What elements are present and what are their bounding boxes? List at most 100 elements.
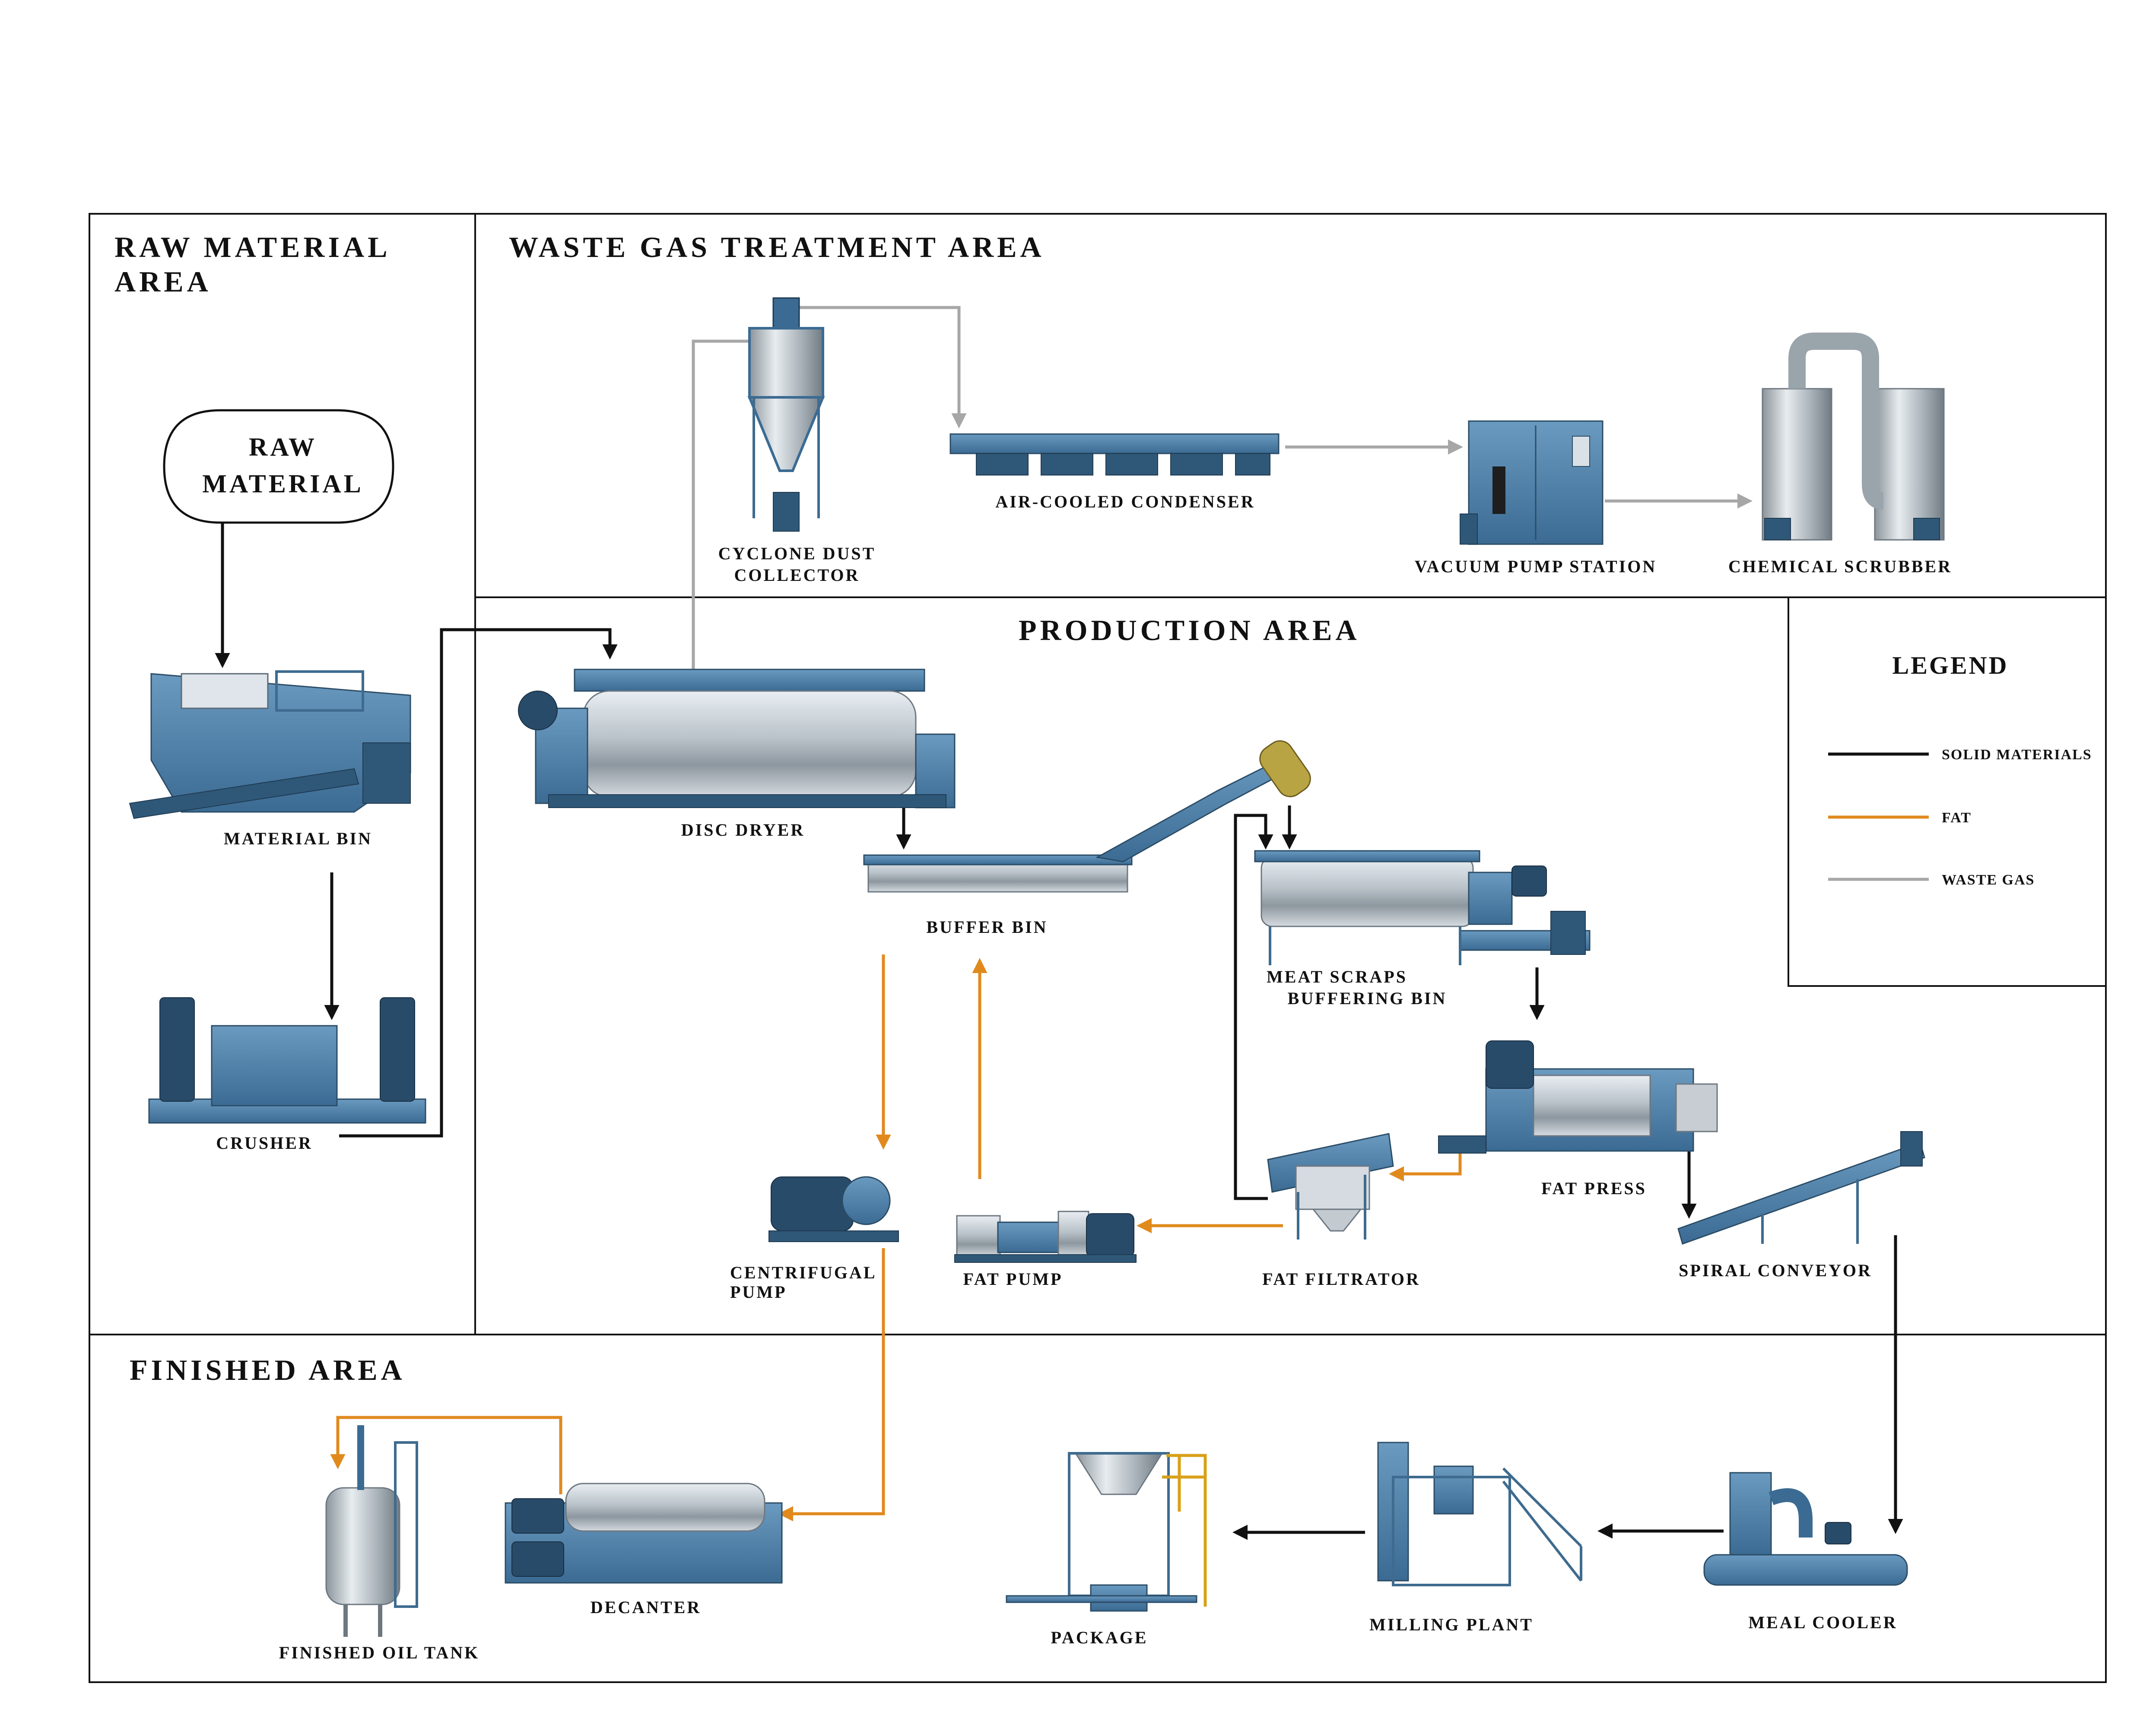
material-bin-screw [129,768,359,819]
oil-tank-label: FINISHED OIL TANK [279,1643,479,1662]
meal-cooler-motor [1825,1522,1851,1544]
cyclone-equipment [747,297,825,532]
solid-flow-lines [215,523,1903,1540]
decanter-equipment [505,1483,783,1584]
meal-cooler-drum [1703,1554,1908,1586]
crusher-equipment [148,997,426,1124]
crusher-label: CRUSHER [216,1133,313,1153]
milling-plant-label: MILLING PLANT [1369,1615,1534,1634]
centrifugal-pump-equipment [768,1176,899,1242]
fat-pump-motor [1086,1213,1134,1257]
disc-dryer-motor [518,691,558,730]
material-bin-label: MATERIAL BIN [224,829,372,848]
condenser-equipment [949,433,1280,476]
condenser-unit-3 [1105,453,1158,476]
fat-press-label: FAT PRESS [1541,1179,1647,1198]
legend-label-gas: WASTE GAS [1942,872,2035,888]
condenser-unit-4 [1170,453,1223,476]
buffer-bin-label: BUFFER BIN [926,917,1048,937]
fat-press-oil-outlet [1438,1135,1486,1154]
meal-cooler-equipment [1703,1472,1908,1586]
fat-press-equipment [1438,1040,1718,1154]
meal-cooler-column [1729,1472,1772,1556]
legend-label-fat: FAT [1942,810,1972,826]
legend-title: LEGEND [1892,651,2009,679]
centrifugal-pump-label-line1: CENTRIFUGAL [730,1263,877,1282]
cyclone-label-line1: CYCLONE DUST [718,544,876,563]
crusher-housing [211,1025,338,1106]
milling-stairs [1502,1481,1582,1582]
meat-bin-gearbox [1468,872,1513,925]
fat-filtrator-tank [1295,1165,1370,1210]
spiral-conveyor-drive [1900,1131,1923,1167]
fat-pump-head [956,1215,1001,1258]
cyclone-outlet-pipe [772,297,800,329]
flow-cyclone-to-condenser [799,306,967,428]
milling-stair-rail [1502,1467,1582,1547]
flow-filtrator-to-meatbin [1234,814,1273,1200]
vacuum-side-pump [1460,514,1478,545]
disc-dryer-top-covers [574,669,925,692]
flow-centrifugal-to-decanter [778,1248,885,1522]
fat-pump-shaft [997,1221,1068,1253]
condenser-pipe [949,433,1280,454]
crusher-left-motor [159,997,195,1102]
oil-tank-ladder [394,1441,418,1608]
condenser-unit-2 [1041,453,1093,476]
scrubber-pump-left [1764,518,1791,540]
decanter-motor-top [511,1498,564,1534]
decanter-motor-bottom [511,1541,564,1577]
waste-gas-area-title: WASTE GAS TREATMENT AREA [509,231,1045,263]
package-yellow-railing [1162,1454,1207,1607]
flow-press-to-filtrator [1389,1144,1462,1182]
disc-dryer-base [548,794,946,808]
meat-bin-trough [1261,856,1474,927]
meal-cooler-label: MEAL COOLER [1748,1613,1897,1632]
vacuum-pump-label: VACUUM PUMP STATION [1415,557,1657,576]
raw-material-area-title-line1: RAW MATERIAL [114,231,391,263]
cyclone-cylinder [748,327,824,399]
fat-press-discharge [1675,1083,1718,1132]
buffer-bin-equipment [863,740,1311,893]
centrifugal-pump-label-line2: PUMP [730,1282,787,1302]
legend: LEGEND SOLID MATERIALS FAT WASTE GAS [1828,651,2092,888]
fat-filtrator-label: FAT FILTRATOR [1262,1269,1420,1289]
milling-frame [1392,1476,1511,1586]
fat-pump-coupling [1057,1211,1089,1258]
disc-dryer-label: DISC DRYER [681,820,805,840]
flow-dryer-to-cyclone [692,333,776,669]
finished-oil-tank-equipment [325,1425,418,1637]
spiral-conveyor-equipment [1677,1131,1925,1245]
condenser-label: AIR-COOLED CONDENSER [995,492,1255,511]
milling-plant-equipment [1377,1442,1582,1586]
package-hopper [1074,1452,1163,1495]
scrubber-tower-right [1874,388,1945,541]
milling-mill-unit [1433,1465,1474,1515]
cyclone-label-line2: COLLECTOR [734,565,860,585]
meat-bin-screw-drive [1550,911,1586,955]
fat-filtrator-cone [1311,1208,1362,1232]
condenser-unit-1 [976,453,1029,476]
legend-label-solid: SOLID MATERIALS [1942,747,2092,763]
package-label: PACKAGE [1051,1628,1148,1647]
vacuum-pump-equipment [1460,420,1604,545]
raw-material-node-line2: MATERIAL [202,469,364,498]
meat-bin-label-line1: MEAT SCRAPS [1267,967,1407,986]
package-equipment [1006,1452,1207,1612]
scrubber-tower-left [1762,388,1832,541]
buffer-conveyor-head [1259,740,1311,797]
legend-box [1788,596,2107,987]
finished-area-title: FINISHED AREA [130,1354,406,1386]
cyclone-collection-bin [773,492,800,532]
material-bin-railing [275,670,364,712]
fat-filtrator-equipment [1267,1133,1394,1240]
spiral-conveyor-tube [1677,1141,1925,1245]
meat-bin-label-line2: BUFFERING BIN [1288,989,1447,1008]
production-area-title: PRODUCTION AREA [1019,614,1360,647]
waste-gas-flow-lines [692,306,1753,669]
material-bin-motor-box [362,742,411,804]
scrubber-label: CHEMICAL SCRUBBER [1728,557,1952,576]
fat-flow-lines [330,954,1462,1522]
centrifugal-pump-base [768,1230,899,1242]
area-frames [89,213,2107,1683]
